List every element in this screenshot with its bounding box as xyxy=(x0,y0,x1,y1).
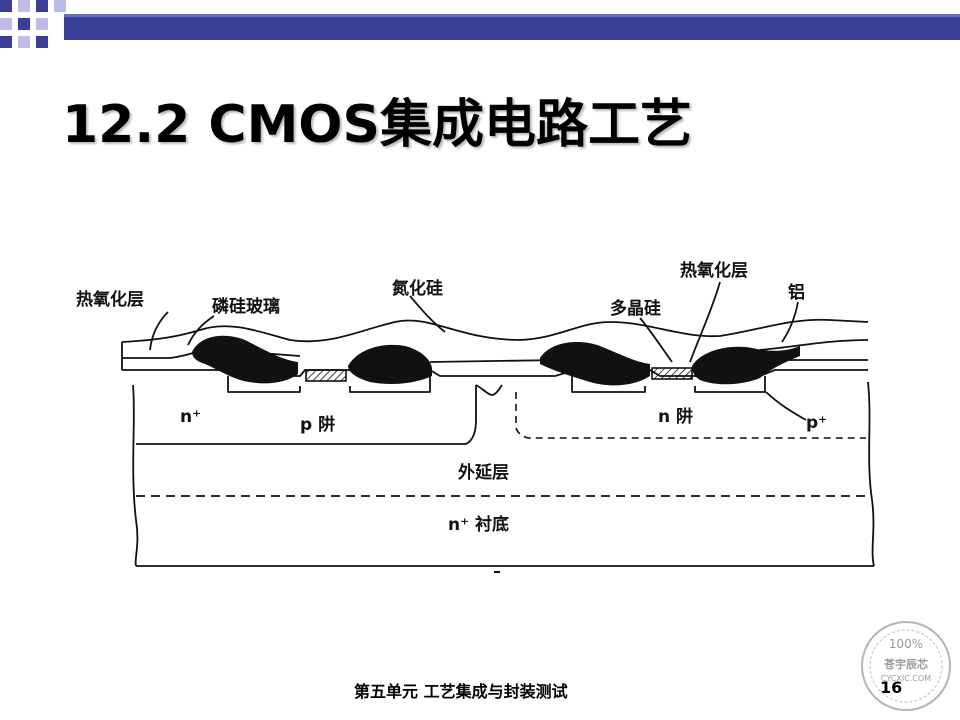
top-bar xyxy=(64,14,960,40)
aluminum-contact xyxy=(348,344,432,384)
aluminum-contact xyxy=(692,346,800,385)
n-well-boundary xyxy=(515,392,866,439)
watermark-stamp: 100% 苍宇辰芯 CYCXIC.COM xyxy=(861,621,951,711)
n-plus-region-left xyxy=(227,376,301,393)
stamp-outer-ring xyxy=(861,621,951,711)
pointer-polysilicon xyxy=(639,317,673,363)
aluminum-contacts xyxy=(192,335,800,386)
label-psg: 磷硅玻璃 xyxy=(212,296,280,317)
top-decoration xyxy=(0,0,960,48)
label-p-plus: p⁺ xyxy=(806,413,827,433)
label-thermal-oxide-right: 热氧化层 xyxy=(680,260,748,281)
polysilicon-gate-right xyxy=(651,367,693,380)
p-plus-region-left xyxy=(571,376,646,393)
label-polysilicon: 多晶硅 xyxy=(610,298,661,319)
n-plus-region-right xyxy=(349,376,431,393)
label-epitaxial-layer: 外延层 xyxy=(458,462,509,483)
pointer-silicon-nitride xyxy=(409,295,446,333)
label-n-well: n 阱 xyxy=(658,407,693,427)
left-edge xyxy=(132,384,139,567)
oxide-line-right xyxy=(759,339,869,351)
label-n-plus-substrate: n⁺ 衬底 xyxy=(448,514,509,535)
pointer-aluminum xyxy=(781,301,799,343)
aluminum-contact xyxy=(540,342,650,386)
deco-square xyxy=(0,36,12,48)
label-aluminum: 铝 xyxy=(788,282,805,303)
well-gap xyxy=(475,384,503,396)
p-plus-region-right xyxy=(694,376,766,393)
stamp-name: 苍宇辰芯 xyxy=(883,657,928,671)
stamp-site: CYCXIC.COM xyxy=(881,674,931,683)
pointer-thermal-oxide-right xyxy=(689,281,721,363)
pointer-thermal-oxide-left xyxy=(149,311,169,351)
pointer-psg xyxy=(187,315,215,346)
deco-square xyxy=(54,0,66,12)
deco-square xyxy=(36,36,48,48)
page-number: 16 xyxy=(880,678,903,697)
deco-square xyxy=(36,18,48,30)
p-well-boundary xyxy=(136,385,477,445)
label-p-well: p 阱 xyxy=(300,415,335,435)
nitride-line xyxy=(121,318,869,343)
deco-square xyxy=(0,18,12,30)
deco-square xyxy=(18,36,30,48)
polysilicon-gate-left xyxy=(305,369,347,382)
stamp-percent: 100% xyxy=(889,637,923,651)
pointer-p-plus xyxy=(765,391,807,421)
label-silicon-nitride: 氮化硅 xyxy=(392,278,443,299)
top-bar-highlight xyxy=(64,14,960,17)
label-thermal-oxide-left: 热氧化层 xyxy=(76,289,144,310)
deco-square xyxy=(18,18,30,30)
aluminum-contact xyxy=(192,335,298,384)
deco-square xyxy=(18,0,30,12)
stamp-inner-ring xyxy=(869,629,943,703)
oxide-line xyxy=(429,359,561,363)
deco-square xyxy=(36,0,48,12)
slide-footer: 第五单元 工艺集成与封装测试 xyxy=(354,682,568,701)
label-n-plus-left: n⁺ xyxy=(180,407,201,427)
right-edge xyxy=(867,381,875,567)
slide-title: 12.2 CMOS集成电路工艺 xyxy=(62,95,692,155)
deco-square xyxy=(0,0,12,12)
